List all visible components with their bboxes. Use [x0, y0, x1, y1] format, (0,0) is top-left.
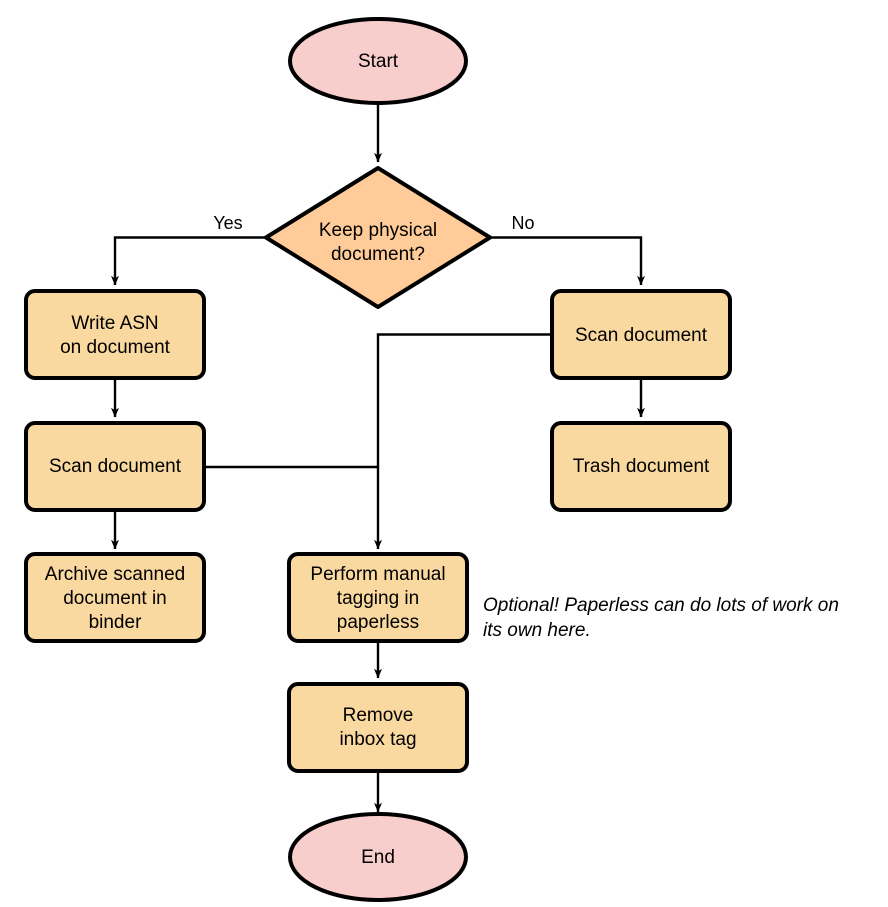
optional-note-line2: its own here.	[483, 620, 591, 641]
scan-document-left-box-shape	[24, 421, 206, 512]
tagging-label-line3: paperless	[337, 612, 419, 633]
edge-scan-right-to-tagging	[374, 333, 552, 550]
decision-label-line2: document?	[331, 244, 425, 265]
node-remove-inbox-tag[interactable]: Remove inbox tag	[287, 682, 469, 773]
optional-note-line1: Optional! Paperless can do lots of work …	[483, 595, 839, 616]
node-scan-document-left[interactable]: Scan document	[24, 421, 206, 512]
node-scan-document-right[interactable]: Scan document	[550, 289, 732, 380]
node-decision-keep-physical-document[interactable]: Keep physical document?	[264, 166, 492, 309]
remove-inbox-label-line1: Remove	[343, 705, 414, 726]
remove-inbox-box-shape	[287, 682, 469, 773]
decision-diamond-shape	[264, 166, 492, 309]
write-asn-label-line2: on document	[60, 337, 171, 358]
end-ellipse-shape	[288, 812, 468, 902]
start-label: Start	[358, 51, 399, 72]
node-end[interactable]: End	[288, 812, 468, 902]
connectors	[111, 101, 645, 813]
edge-label-no: No	[511, 213, 534, 233]
scan-document-right-label: Scan document	[575, 325, 708, 346]
archive-label-line3: binder	[89, 612, 142, 633]
edge-label-yes: Yes	[213, 213, 242, 233]
write-asn-label-line1: Write ASN	[71, 313, 158, 334]
end-label: End	[361, 847, 395, 868]
scan-document-left-label: Scan document	[49, 456, 182, 477]
tagging-label-line2: tagging in	[337, 588, 419, 609]
node-trash-document[interactable]: Trash document	[550, 421, 732, 512]
write-asn-box-shape	[24, 289, 206, 380]
node-start[interactable]: Start	[288, 17, 468, 105]
node-write-asn[interactable]: Write ASN on document	[24, 289, 206, 380]
archive-box-shape	[24, 552, 206, 643]
tagging-box-shape	[287, 552, 469, 643]
trash-document-label: Trash document	[573, 456, 710, 477]
edge-decision-yes-to-write-asn	[111, 236, 266, 286]
archive-label-line2: document in	[63, 588, 167, 609]
node-archive-scanned-document[interactable]: Archive scanned document in binder	[24, 552, 206, 643]
decision-label-line1: Keep physical	[319, 220, 437, 241]
archive-label-line1: Archive scanned	[45, 564, 185, 585]
node-perform-manual-tagging[interactable]: Perform manual tagging in paperless	[287, 552, 469, 643]
scan-document-right-box-shape	[550, 289, 732, 380]
tagging-label-line1: Perform manual	[310, 564, 445, 585]
trash-document-box-shape	[550, 421, 732, 512]
annotation-optional-note: Optional! Paperless can do lots of work …	[483, 595, 839, 641]
edge-decision-no-to-scan-right	[490, 236, 645, 286]
remove-inbox-label-line2: inbox tag	[339, 729, 416, 750]
start-ellipse-shape	[288, 17, 468, 105]
